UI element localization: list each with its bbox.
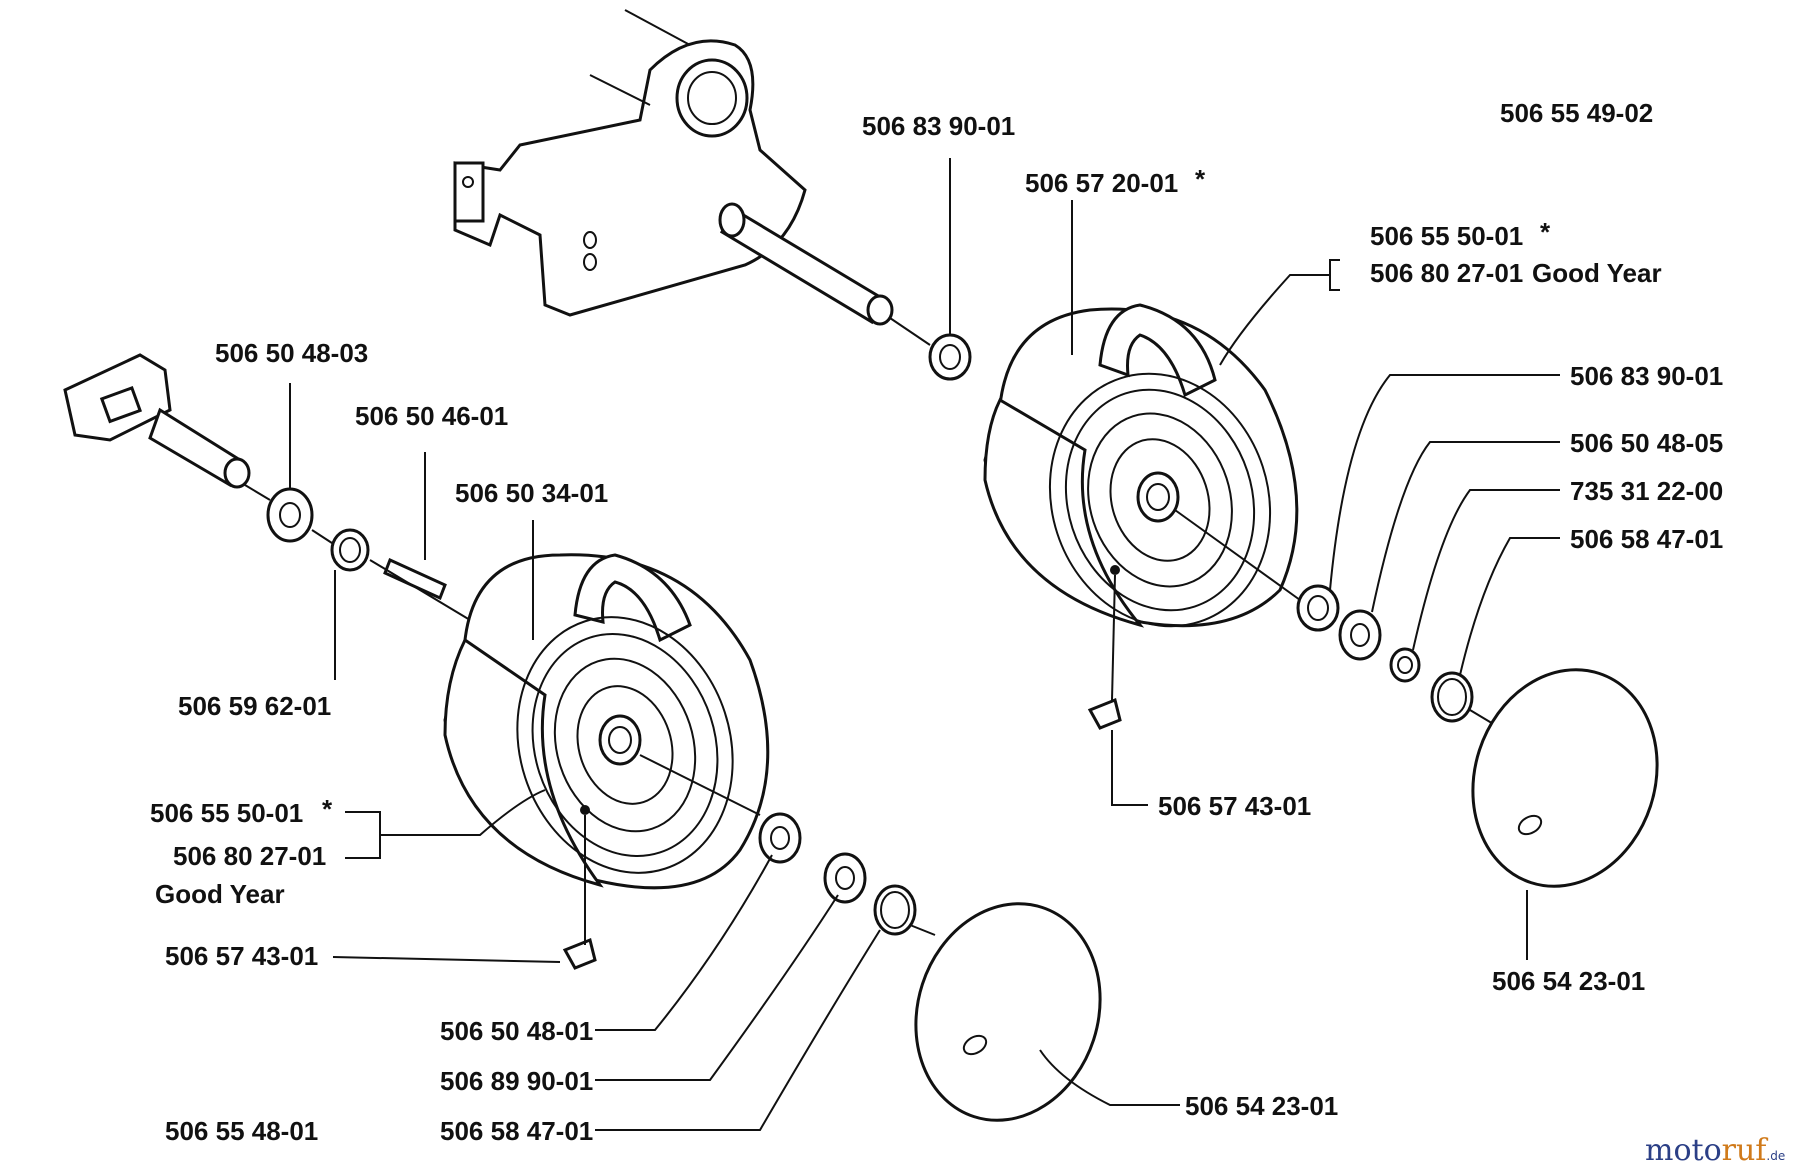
- leader-lines: [289, 158, 1560, 1131]
- right-wheel: [983, 303, 1301, 628]
- label-506555001-left: 506 55 50-01: [150, 798, 303, 828]
- label-goodyear-right: Good Year: [1532, 258, 1662, 288]
- label-506839001-right: 506 83 90-01: [1570, 361, 1723, 391]
- label-506596201: 506 59 62-01: [178, 691, 331, 721]
- label-506839001-top: 506 83 90-01: [862, 111, 1015, 141]
- label-506504803: 506 50 48-03: [215, 338, 368, 368]
- label-735312200: 735 31 22-00: [1570, 476, 1723, 506]
- label-506802701-left: 506 80 27-01: [173, 841, 326, 871]
- label-506542301-right: 506 54 23-01: [1492, 966, 1645, 996]
- label-goodyear-left: Good Year: [155, 879, 285, 909]
- label-506554902: 506 55 49-02: [1500, 98, 1653, 128]
- label-506542301-left: 506 54 23-01: [1185, 1091, 1338, 1121]
- label-506899001: 506 89 90-01: [440, 1066, 593, 1096]
- svg-text:motoruf.de: motoruf.de: [1645, 1133, 1785, 1168]
- label-506504801: 506 50 48-01: [440, 1016, 593, 1046]
- label-506574301-left: 506 57 43-01: [165, 941, 318, 971]
- left-wheel: [443, 553, 770, 890]
- label-506584701-left: 506 58 47-01: [440, 1116, 593, 1146]
- label-506503401: 506 50 34-01: [455, 478, 608, 508]
- label-506555001-right: 506 55 50-01: [1370, 221, 1523, 251]
- label-506504601: 506 50 46-01: [355, 401, 508, 431]
- label-506802701-right: 506 80 27-01: [1370, 258, 1523, 288]
- left-axle-assembly: [63, 353, 471, 621]
- label-506574301-right: 506 57 43-01: [1158, 791, 1311, 821]
- label-506584701-right: 506 58 47-01: [1570, 524, 1723, 554]
- label-506555001-left-star: *: [322, 794, 333, 824]
- axle-bracket: [453, 9, 931, 346]
- label-506554801: 506 55 48-01: [165, 1116, 318, 1146]
- part-labels: 506 83 90-01 506 55 49-02 506 57 20-01 *…: [150, 98, 1723, 1146]
- watermark-logo: motoruf.de: [1645, 1133, 1785, 1168]
- label-506555001-right-star: *: [1540, 217, 1551, 247]
- label-506572001: 506 57 20-01: [1025, 168, 1178, 198]
- label-506504805: 506 50 48-05: [1570, 428, 1723, 458]
- right-hardware: [928, 333, 1659, 888]
- label-506572001-star: *: [1195, 164, 1206, 194]
